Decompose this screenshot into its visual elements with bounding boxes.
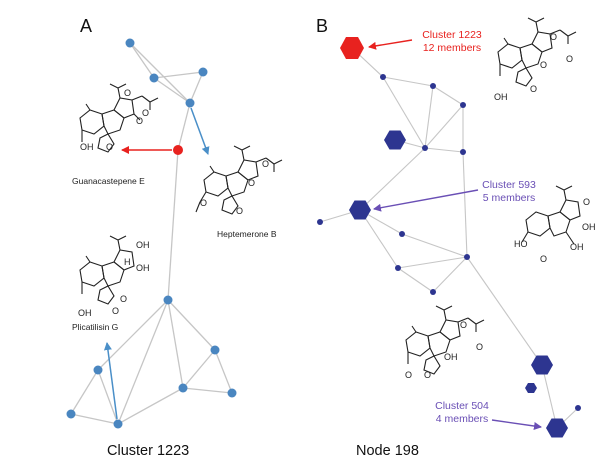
- svg-text:O: O: [106, 142, 113, 152]
- svg-text:OH: OH: [570, 242, 584, 252]
- network-node: [178, 383, 188, 393]
- network-node: [125, 38, 135, 48]
- molecule-structure: [195, 145, 283, 215]
- panel-b: B: [316, 16, 596, 459]
- network-node: [66, 409, 76, 419]
- molecule-structure: [497, 17, 577, 87]
- cluster-1223-title: Cluster 1223: [422, 29, 482, 41]
- svg-text:OH: OH: [444, 352, 458, 362]
- svg-text:O: O: [476, 342, 483, 352]
- svg-text:O: O: [530, 84, 537, 94]
- cluster-hexagon: [384, 130, 406, 150]
- panel-a: A: [66, 16, 283, 459]
- panel-a-edges: [70, 42, 233, 425]
- network-node: [430, 83, 436, 89]
- network-node: [575, 405, 581, 411]
- network-node: [317, 219, 323, 225]
- svg-text:O: O: [248, 178, 255, 188]
- svg-text:H: H: [124, 257, 131, 267]
- svg-text:O: O: [236, 206, 243, 216]
- panel-b-caption: Node 198: [356, 443, 419, 459]
- panel-a-caption: Cluster 1223: [107, 443, 189, 459]
- molecule-structure: [79, 235, 135, 305]
- svg-text:O: O: [424, 370, 431, 380]
- cluster-593-hexagon: [349, 200, 371, 220]
- network-node: [430, 289, 436, 295]
- svg-text:OH: OH: [80, 142, 94, 152]
- cluster-hexagon: [531, 355, 553, 375]
- molecule-atoms: O O OH O O: [405, 320, 483, 380]
- svg-text:OH: OH: [78, 308, 92, 318]
- network-node: [185, 98, 195, 108]
- cluster-1223-hexagon: [340, 37, 364, 59]
- network-node: [399, 231, 405, 237]
- cluster-593-members: 5 members: [483, 192, 536, 204]
- svg-text:O: O: [540, 60, 547, 70]
- network-node: [464, 254, 470, 260]
- network-node: [460, 102, 466, 108]
- molecule-structure: [521, 185, 581, 245]
- heptemerone-label: Heptemerone B: [217, 229, 277, 239]
- svg-text:OH: OH: [136, 240, 150, 250]
- network-node: [210, 345, 220, 355]
- molecule-atoms: O OH OH HO O: [514, 197, 596, 264]
- panel-b-letter: B: [316, 16, 328, 36]
- blue-arrow: [103, 342, 118, 420]
- svg-text:O: O: [112, 306, 119, 316]
- svg-text:O: O: [405, 370, 412, 380]
- network-node: [113, 419, 123, 429]
- network-node: [422, 145, 428, 151]
- molecule-atoms: OH OH H OO OH: [78, 240, 150, 318]
- network-node: [460, 149, 466, 155]
- cluster-504-hexagon: [546, 418, 568, 438]
- cluster-593-title: Cluster 593: [482, 179, 536, 191]
- svg-text:OH: OH: [582, 222, 596, 232]
- svg-text:O: O: [566, 54, 573, 64]
- red-callout-arrow: [368, 39, 413, 50]
- plicatilisin-label: Plicatilisin G: [72, 322, 118, 332]
- cluster-hexagon: [525, 383, 537, 393]
- svg-text:O: O: [136, 116, 143, 126]
- svg-text:O: O: [550, 32, 557, 42]
- cluster-504-title: Cluster 504: [435, 400, 489, 412]
- svg-text:O: O: [142, 108, 149, 118]
- network-node: [198, 67, 208, 77]
- svg-text:O: O: [200, 198, 207, 208]
- svg-text:O: O: [120, 294, 127, 304]
- svg-text:O: O: [460, 320, 467, 330]
- guanacastepene-label: Guanacastepene E: [72, 176, 145, 186]
- panel-a-nodes: [66, 38, 237, 429]
- svg-text:O: O: [124, 88, 131, 98]
- svg-text:OH: OH: [494, 92, 508, 102]
- network-node: [163, 295, 173, 305]
- purple-callout-arrow: [373, 189, 479, 212]
- svg-text:O: O: [540, 254, 547, 264]
- network-node: [149, 73, 159, 83]
- svg-text:OH: OH: [136, 263, 150, 273]
- molecule-atoms: O O O O OH: [494, 32, 573, 102]
- panel-b-edges: [319, 47, 579, 429]
- network-node: [380, 74, 386, 80]
- svg-text:O: O: [583, 197, 590, 207]
- network-node: [93, 365, 103, 375]
- svg-text:O: O: [262, 159, 269, 169]
- panel-a-letter: A: [80, 16, 92, 36]
- molecule-structure: [405, 305, 485, 375]
- purple-callout-arrow: [491, 419, 542, 430]
- highlighted-node: [173, 145, 183, 155]
- network-node: [395, 265, 401, 271]
- cluster-1223-members: 12 members: [423, 42, 481, 54]
- network-node: [227, 388, 237, 398]
- blue-arrow: [190, 107, 210, 155]
- panel-b-nodes: [317, 74, 581, 411]
- svg-text:HO: HO: [514, 239, 528, 249]
- molecule-structure: [79, 83, 159, 153]
- cluster-504-members: 4 members: [436, 413, 489, 425]
